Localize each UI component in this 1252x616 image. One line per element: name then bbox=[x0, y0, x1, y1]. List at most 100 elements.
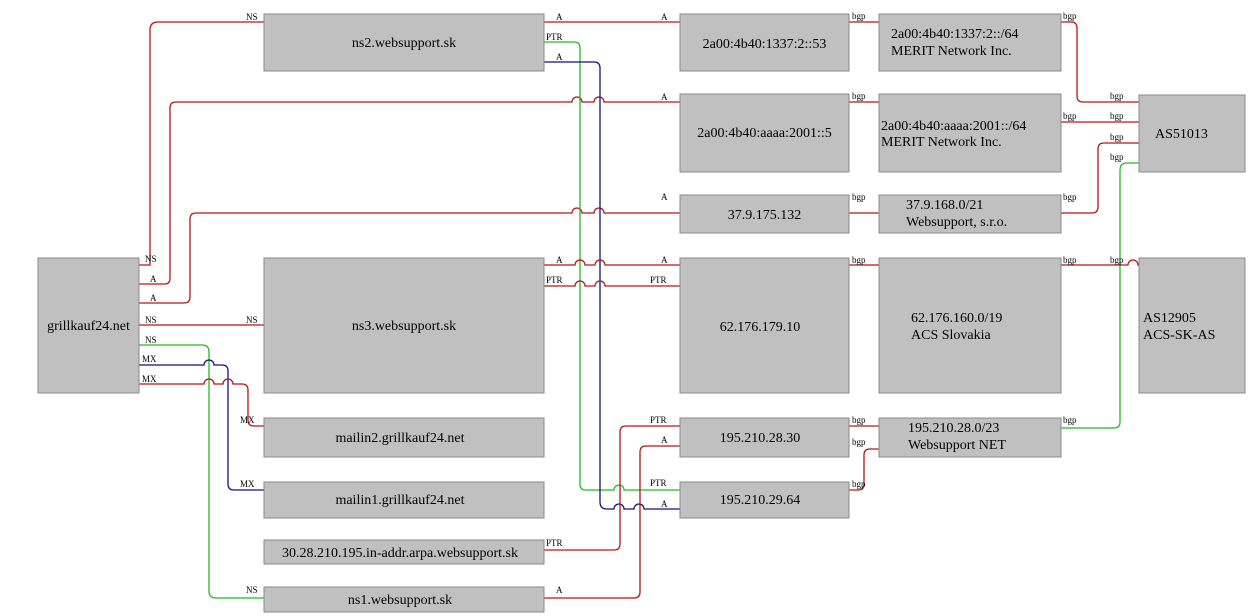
edge-labels: NS NS A A A A NS NS NS NS MX MX MX MX A … bbox=[142, 11, 1124, 595]
edge-label: A bbox=[150, 293, 157, 303]
node-net-62-176-160-0[interactable]: 62.176.160.0/19 ACS Slovakia bbox=[878, 257, 1062, 394]
node-label: ACS-SK-AS bbox=[1143, 328, 1215, 343]
node-net-195-210-28-0[interactable]: 195.210.28.0/23 Websupport NET bbox=[878, 417, 1062, 458]
edge-label: bgp bbox=[852, 415, 866, 425]
edge-ns3-ip-62-a bbox=[544, 259, 680, 266]
node-ip6-aaaa-2001-5[interactable]: 2a00:4b40:aaaa:2001::5 bbox=[679, 93, 850, 173]
edge-ip-195-64-net bbox=[849, 448, 879, 491]
node-label: 62.176.179.10 bbox=[720, 320, 801, 335]
edge-label: bgp bbox=[1110, 132, 1124, 142]
edge-label: A bbox=[661, 255, 668, 265]
node-as51013[interactable]: AS51013 bbox=[1138, 94, 1246, 173]
edge-label: NS bbox=[145, 254, 157, 264]
edge-label: bgp bbox=[852, 479, 866, 489]
node-label: ACS Slovakia bbox=[911, 328, 992, 343]
node-ptr-30-28-210-195[interactable]: 30.28.210.195.in-addr.arpa.websupport.sk bbox=[263, 539, 545, 565]
node-label: ns1.websupport.sk bbox=[348, 593, 452, 608]
edge-label: bgp bbox=[852, 91, 866, 101]
edge-label: NS bbox=[246, 585, 258, 595]
edge-label: A bbox=[556, 52, 563, 62]
node-net6-1337-2[interactable]: 2a00:4b40:1337:2::/64 MERIT Network Inc. bbox=[878, 13, 1062, 72]
edge-label: bgp bbox=[1110, 152, 1124, 162]
node-label: 195.210.28.30 bbox=[720, 431, 801, 446]
edge-label: A bbox=[661, 435, 668, 445]
edge-label: PTR bbox=[650, 415, 667, 425]
edge-ptr30-ip-195-30 bbox=[544, 425, 680, 551]
edges bbox=[139, 21, 1139, 599]
node-ip6-1337-2-53[interactable]: 2a00:4b40:1337:2::53 bbox=[679, 13, 850, 72]
node-label: 62.176.160.0/19 bbox=[911, 311, 1002, 326]
node-ip-62-176-179-10[interactable]: 62.176.179.10 bbox=[679, 257, 850, 394]
edge-net6-1337-as51013 bbox=[1061, 21, 1139, 103]
edge-label: bgp bbox=[1110, 111, 1124, 121]
node-label: 2a00:4b40:aaaa:2001::/64 bbox=[881, 119, 1026, 134]
edge-label: bgp bbox=[1063, 255, 1077, 265]
node-label: grillkauf24.net bbox=[47, 319, 130, 334]
node-as12905[interactable]: AS12905 ACS-SK-AS bbox=[1138, 257, 1246, 394]
edge-label: A bbox=[556, 12, 563, 22]
edge-label: MX bbox=[240, 415, 255, 425]
edge-label: MX bbox=[240, 479, 255, 489]
node-label: MERIT Network Inc. bbox=[891, 44, 1012, 59]
edge-ns3-ip-62-ptr bbox=[544, 280, 680, 287]
node-ip-195-210-29-64[interactable]: 195.210.29.64 bbox=[679, 481, 850, 519]
edge-label: A bbox=[556, 255, 563, 265]
node-mailin2-grillkauf24-net[interactable]: mailin2.grillkauf24.net bbox=[263, 417, 545, 458]
node-label: mailin2.grillkauf24.net bbox=[335, 431, 464, 446]
edge-grillkauf-ip6-5 bbox=[139, 96, 680, 285]
node-net-37-9-168-0[interactable]: 37.9.168.0/21 Websupport, s.r.o. bbox=[878, 194, 1062, 234]
edge-label: A bbox=[150, 274, 157, 284]
node-label: MERIT Network Inc. bbox=[881, 135, 1002, 150]
edge-label: bgp bbox=[1063, 415, 1077, 425]
node-label: 2a00:4b40:1337:2::/64 bbox=[891, 27, 1019, 42]
edge-label: bgp bbox=[852, 11, 866, 21]
node-ns2-websupport-sk[interactable]: ns2.websupport.sk bbox=[263, 13, 545, 72]
edge-label: MX bbox=[142, 374, 157, 384]
edge-label: bgp bbox=[1063, 111, 1077, 121]
edge-label: NS bbox=[246, 315, 258, 325]
nodes: grillkauf24.net ns2.websupport.sk ns3.we… bbox=[37, 13, 1246, 613]
edge-label: bgp bbox=[852, 437, 866, 447]
edge-label: PTR bbox=[546, 32, 563, 42]
node-ip-37-9-175-132[interactable]: 37.9.175.132 bbox=[679, 194, 850, 234]
edge-label: PTR bbox=[650, 478, 667, 488]
node-mailin1-grillkauf24-net[interactable]: mailin1.grillkauf24.net bbox=[263, 481, 545, 519]
edge-grillkauf-ip-37 bbox=[139, 207, 680, 304]
node-label: 2a00:4b40:1337:2::53 bbox=[703, 37, 827, 52]
node-label: ns2.websupport.sk bbox=[352, 36, 456, 51]
node-label: 37.9.168.0/21 bbox=[906, 198, 983, 213]
node-label: AS12905 bbox=[1143, 311, 1196, 326]
edge-ns2-ip-195-64-a bbox=[544, 61, 680, 510]
edge-label: NS bbox=[246, 12, 258, 22]
node-label: Websupport NET bbox=[908, 438, 1006, 453]
edge-grillkauf-ns1 bbox=[139, 344, 264, 599]
node-label: 37.9.175.132 bbox=[728, 208, 802, 223]
edge-label: NS bbox=[145, 315, 157, 325]
edge-ns1-ip-195-30 bbox=[544, 445, 680, 599]
edge-label: bgp bbox=[1063, 11, 1077, 21]
edge-label: bgp bbox=[1110, 255, 1124, 265]
node-label: ns3.websupport.sk bbox=[352, 319, 456, 334]
edge-label: A bbox=[661, 92, 668, 102]
edge-label: bgp bbox=[852, 255, 866, 265]
edge-label: A bbox=[661, 499, 668, 509]
edge-label: MX bbox=[142, 354, 157, 364]
edge-label: A bbox=[661, 12, 668, 22]
node-ns3-websupport-sk[interactable]: ns3.websupport.sk bbox=[263, 257, 545, 394]
node-net6-aaaa-2001[interactable]: 2a00:4b40:aaaa:2001::/64 MERIT Network I… bbox=[878, 93, 1062, 173]
edge-label: bgp bbox=[1063, 192, 1077, 202]
edge-grillkauf-mailin2 bbox=[139, 378, 264, 427]
edge-label: PTR bbox=[546, 275, 563, 285]
node-label: AS51013 bbox=[1155, 127, 1208, 142]
edge-label: NS bbox=[145, 335, 157, 345]
edge-net-62-as12905 bbox=[1061, 259, 1139, 266]
node-label: 195.210.28.0/23 bbox=[908, 421, 999, 436]
node-grillkauf24-net[interactable]: grillkauf24.net bbox=[37, 257, 140, 394]
node-ip-195-210-28-30[interactable]: 195.210.28.30 bbox=[679, 417, 850, 458]
edge-grillkauf-mailin1 bbox=[139, 359, 264, 491]
node-label: mailin1.grillkauf24.net bbox=[335, 493, 464, 508]
node-ns1-websupport-sk[interactable]: ns1.websupport.sk bbox=[263, 586, 545, 613]
edge-label: A bbox=[661, 192, 668, 202]
edge-label: PTR bbox=[546, 538, 563, 548]
